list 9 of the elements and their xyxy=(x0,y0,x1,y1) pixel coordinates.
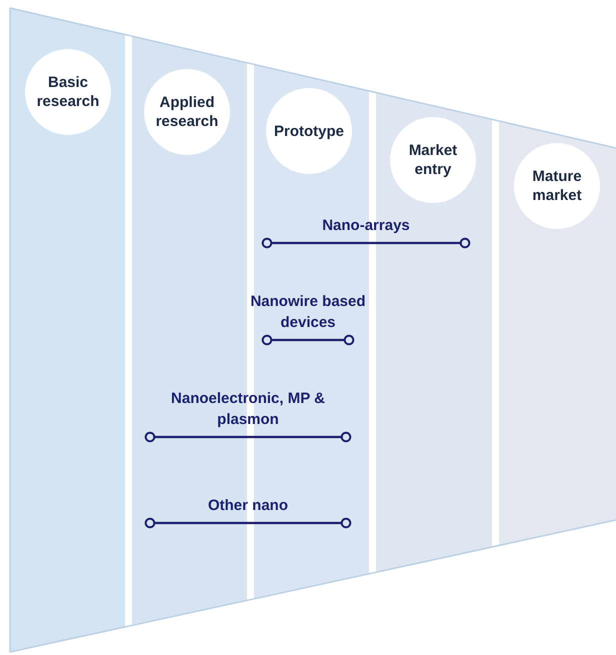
stage-label: Mature market xyxy=(531,167,583,205)
stage-label: Basic research xyxy=(36,73,100,111)
range-label: Nano-arrays xyxy=(321,216,411,236)
range-label: Nanowire based devices xyxy=(249,292,367,333)
range-label: Nanoelectronic, MP & plasmon xyxy=(170,389,326,430)
range-label: Other nano xyxy=(206,496,289,516)
stage-label: Prototype xyxy=(274,122,344,140)
stage-label: Applied research xyxy=(154,93,220,131)
stage-label: Market entry xyxy=(408,141,458,179)
